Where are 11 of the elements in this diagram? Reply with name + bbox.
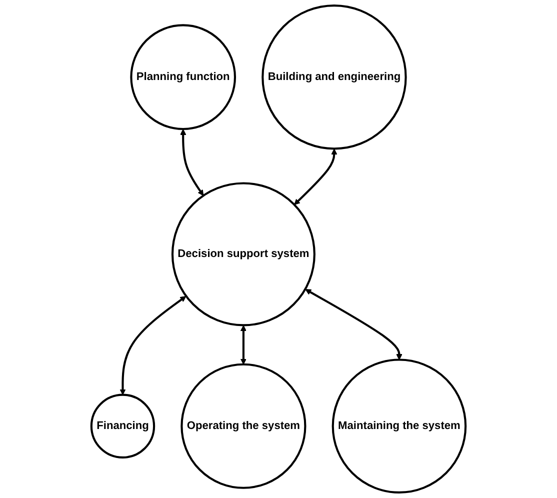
arrow <box>294 148 338 205</box>
node-circle: Planning function <box>130 24 236 130</box>
node-circle: Decision support system <box>171 182 316 326</box>
arrow <box>240 325 246 365</box>
node-circle: Maintaining the system <box>332 358 467 494</box>
arrow <box>305 289 402 360</box>
node-circle: Operating the system <box>180 363 306 489</box>
arrow <box>120 296 186 396</box>
arrow <box>180 129 204 196</box>
node-circle: Building and engineering <box>262 4 407 150</box>
node-circle: Financing <box>90 394 156 458</box>
